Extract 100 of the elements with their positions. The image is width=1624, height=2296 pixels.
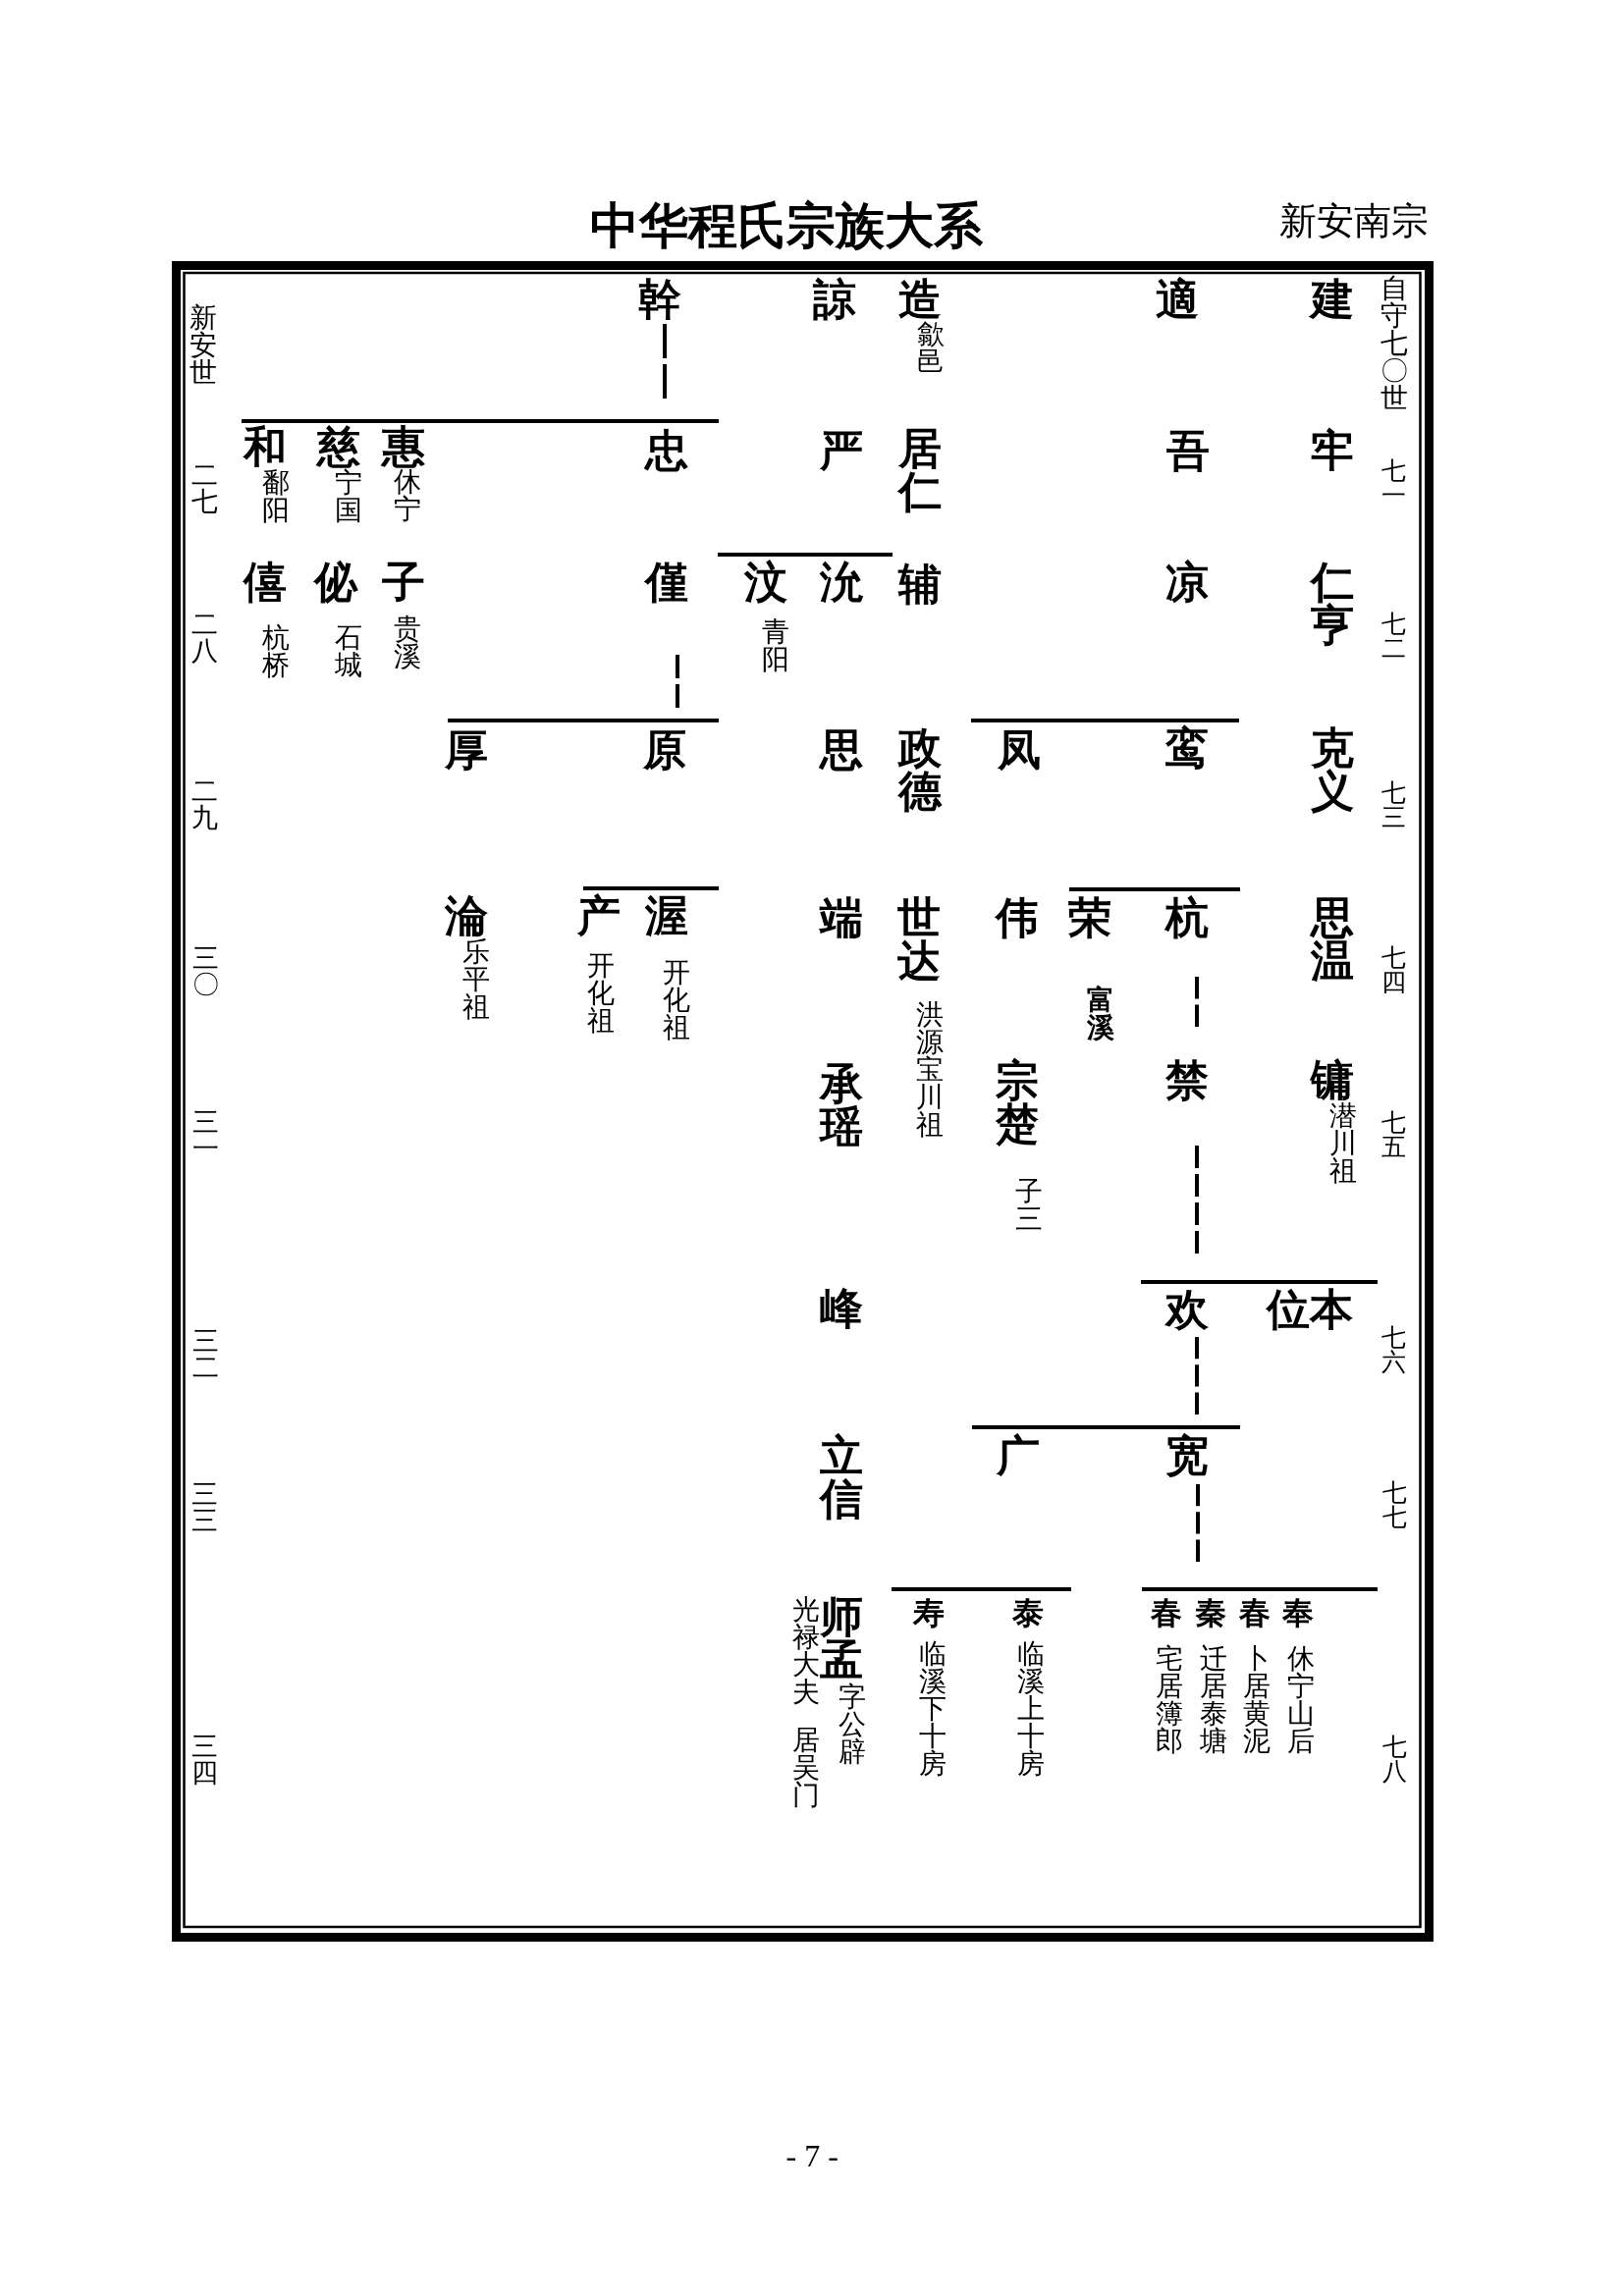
- sibling-bar: [1067, 887, 1242, 892]
- descent-line: [970, 1337, 1242, 1430]
- person-name: 思温: [1311, 896, 1354, 983]
- person-name: 立信: [820, 1434, 863, 1521]
- person-name: 欢: [1165, 1288, 1209, 1331]
- generation-number: 三一: [191, 1109, 219, 1162]
- descent-line: [240, 324, 721, 424]
- person-name: 鸾: [1165, 726, 1209, 770]
- generation-heading: 新安世: [189, 304, 217, 387]
- person-name: 寿: [913, 1597, 945, 1629]
- annotation: 富溪: [1087, 987, 1114, 1041]
- person-name: 惠: [382, 425, 425, 468]
- person-name: 忠: [645, 429, 688, 472]
- generation-number: 七四: [1380, 945, 1406, 994]
- page-title: 中华程氏宗族大系: [590, 201, 983, 250]
- generation-number: 三四: [190, 1734, 218, 1787]
- person-name: 春: [1151, 1597, 1182, 1629]
- sibling-bar: [969, 719, 1241, 724]
- annotation: 青阳: [762, 618, 789, 673]
- person-name: 师孟: [820, 1595, 863, 1682]
- person-name: 严: [820, 429, 863, 472]
- annotation: 临溪上十房: [1017, 1640, 1045, 1778]
- person-name: 秦: [1195, 1597, 1226, 1629]
- sibling-bar: [716, 553, 894, 558]
- annotation: 开化祖: [587, 952, 615, 1035]
- person-name: 渥: [645, 894, 688, 937]
- person-name: 原: [643, 728, 686, 772]
- generation-number: 七一: [1380, 458, 1406, 507]
- person-name: 广: [997, 1434, 1040, 1477]
- sibling-bar: [581, 886, 721, 891]
- person-name: 仁亨: [1311, 561, 1354, 647]
- generation-number: 三二: [191, 1328, 219, 1381]
- person-name: 凉: [1165, 561, 1209, 604]
- person-name: 僅: [645, 561, 688, 604]
- generation-number: 七五: [1380, 1110, 1406, 1159]
- person-name: 世达: [897, 896, 941, 983]
- person-name: 沇: [820, 561, 863, 604]
- annotation: 宅居簿郎: [1156, 1645, 1183, 1755]
- person-name: 汶: [744, 561, 787, 604]
- person-name: 慈: [317, 425, 360, 468]
- person-name: 峰: [820, 1287, 863, 1330]
- person-name: 荣: [1068, 896, 1111, 939]
- annotation: 休宁: [394, 468, 421, 523]
- person-name: 镛: [1311, 1058, 1354, 1101]
- generation-number: 三〇: [191, 945, 219, 998]
- person-name: 春: [1239, 1597, 1271, 1629]
- person-name: 佖: [314, 561, 357, 604]
- annotation: 字公辟: [839, 1683, 866, 1766]
- annotation: 开化祖: [663, 959, 690, 1041]
- person-name: 伟: [996, 896, 1039, 939]
- annotation: 临溪下十房: [919, 1640, 947, 1778]
- annotation: 歙邑: [917, 321, 945, 376]
- person-name: 吾: [1166, 429, 1210, 472]
- annotation: 休宁山后: [1287, 1645, 1315, 1755]
- generation-number: 七八: [1381, 1735, 1407, 1784]
- person-name: 辅: [898, 562, 942, 606]
- section-header: 新安南宗: [1279, 202, 1429, 240]
- person-name: 奉: [1282, 1597, 1314, 1629]
- generation-number: 七六: [1380, 1325, 1406, 1374]
- annotation: 贵溪: [394, 615, 421, 670]
- person-name: 位本: [1267, 1288, 1353, 1331]
- person-name: 和: [244, 425, 287, 468]
- person-name: 僖: [244, 561, 287, 604]
- person-name: 产: [577, 894, 621, 937]
- generation-number: 二八: [190, 612, 218, 665]
- generation-number: 二七: [190, 462, 218, 515]
- generation-number: 二九: [190, 778, 218, 831]
- person-name: 泰: [1012, 1597, 1044, 1629]
- person-name: 宽: [1165, 1434, 1209, 1477]
- sibling-bar: [890, 1587, 1073, 1592]
- generation-number: 七二: [1380, 612, 1406, 661]
- annotation: 洪源宝川祖: [916, 1001, 944, 1139]
- person-name: 建: [1311, 278, 1354, 321]
- annotation: 潜川祖: [1329, 1102, 1357, 1185]
- person-name: 政德: [898, 726, 942, 813]
- person-name: 思: [820, 728, 863, 772]
- person-name: 端: [820, 896, 863, 939]
- annotation: 宁国: [335, 469, 362, 524]
- person-name: 幹: [638, 278, 681, 321]
- person-name: 子: [382, 561, 425, 604]
- person-name: 造: [898, 278, 942, 321]
- person-name: 牢: [1311, 429, 1354, 472]
- annotation: 石城: [335, 624, 362, 679]
- descent-line: [446, 655, 721, 723]
- page-number: - 7 -: [785, 2140, 839, 2171]
- annotation: 光禄大夫: [792, 1596, 820, 1706]
- generation-number: 七七: [1381, 1480, 1407, 1529]
- generation-number: 七三: [1380, 780, 1406, 829]
- annotation: 杭桥: [262, 624, 290, 679]
- person-name: 杭: [1165, 896, 1209, 939]
- person-name: 厚: [445, 728, 488, 772]
- person-name: 凤: [998, 728, 1041, 772]
- person-name: 承瑶: [820, 1062, 863, 1148]
- annotation: 迁居泰塘: [1200, 1645, 1227, 1755]
- generation-heading: 自守七〇世: [1380, 275, 1408, 412]
- annotation: 居吴门: [792, 1727, 820, 1809]
- person-name: 克义: [1311, 726, 1354, 813]
- descent-line: [1195, 977, 1199, 1027]
- descent-line: [1140, 1484, 1380, 1592]
- annotation: 鄱阳: [262, 469, 290, 524]
